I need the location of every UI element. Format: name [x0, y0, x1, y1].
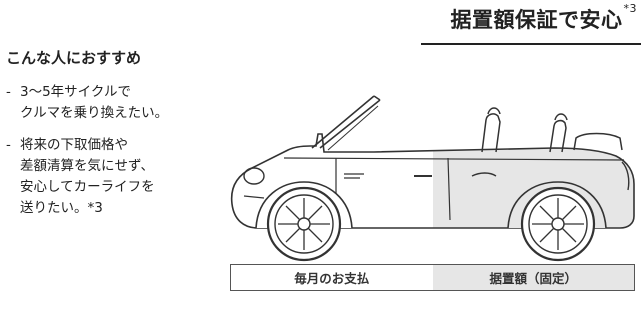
bullet-line: クルマを乗り換えたい。 — [20, 105, 169, 121]
headline: 据置額保証で安心*3 — [450, 2, 638, 34]
bullet-dash: - — [6, 84, 11, 100]
door-outline — [335, 157, 451, 221]
bullet-line: 差額清算を気にせず、 — [20, 158, 155, 174]
side-indicator — [344, 173, 364, 179]
front-seat — [481, 113, 501, 153]
front-grille — [243, 195, 265, 199]
list-item: - 3〜5年サイクルで クルマを乗り換えたい。 — [6, 82, 168, 124]
windshield-glass — [327, 105, 379, 151]
headline-underline — [421, 43, 641, 45]
headline-footnote-mark: *3 — [623, 2, 637, 15]
bullet-line: 安心してカーライフを — [20, 179, 155, 195]
monthly-payment-label: 毎月のお支払 — [294, 271, 370, 286]
front-wheel — [266, 186, 342, 262]
recommendation-list: - 3〜5年サイクルで クルマを乗り換えたい。 - 将来の下取価格や 差額清算を… — [6, 82, 168, 230]
rear-headrest — [554, 113, 568, 121]
payment-legend: 毎月のお支払 据置額（固定） — [230, 264, 635, 291]
convertible-car-illustration — [224, 92, 641, 262]
residual-value-label: 据置額（固定） — [432, 265, 634, 290]
folded-roof — [573, 132, 623, 151]
bullet-line: 送りたい。*3 — [20, 200, 103, 216]
bullet-line: 将来の下取価格や — [20, 137, 128, 153]
car-body-outline — [230, 133, 635, 229]
rear-seat — [549, 119, 567, 153]
front-headrest — [487, 107, 501, 115]
headline-text: 据置額保証で安心 — [450, 8, 623, 32]
bullet-dash: - — [6, 137, 11, 153]
belt-line — [283, 157, 625, 161]
fuel-cap — [471, 172, 497, 177]
recommendation-heading: こんな人におすすめ — [6, 49, 142, 67]
taillight — [621, 161, 630, 191]
convertible-car-icon — [230, 95, 635, 262]
headlight — [243, 167, 265, 185]
bullet-line: 3〜5年サイクルで — [20, 84, 132, 100]
windshield-frame — [311, 95, 381, 149]
list-item: - 将来の下取価格や 差額清算を気にせず、 安心してカーライフを 送りたい。*3 — [6, 135, 168, 219]
rear-wheel — [520, 186, 596, 262]
